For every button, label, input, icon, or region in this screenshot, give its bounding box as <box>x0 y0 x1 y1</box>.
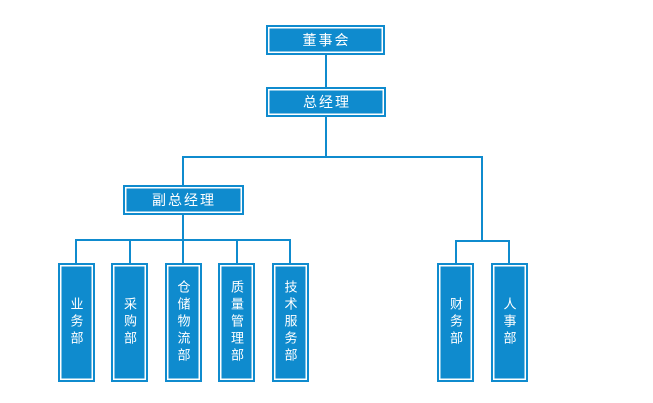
node-deputy-general-manager-label: 副总经理 <box>152 192 216 208</box>
node-dept-hr-label: 人事部 <box>501 297 517 348</box>
connector-dgm-stem <box>182 213 184 241</box>
connector-drop-dept-7 <box>508 240 510 264</box>
connector-drop-dept-4 <box>235 239 238 264</box>
node-dept-quality-management: 质量管理部 <box>218 263 255 382</box>
connector-right-branch-drop <box>481 156 483 242</box>
connector-drop-dept-2 <box>128 239 131 264</box>
node-deputy-general-manager: 副总经理 <box>122 185 244 215</box>
node-dept-technical-service-label: 技术服务部 <box>282 280 298 365</box>
node-dept-finance: 财务部 <box>437 263 474 382</box>
node-dept-quality-management-label: 质量管理部 <box>229 280 244 365</box>
connector-right-sub-horizontal <box>454 240 510 242</box>
node-dept-technical-service: 技术服务部 <box>271 263 309 382</box>
node-dept-business-label: 业务部 <box>68 297 84 348</box>
connector-drop-dept-3 <box>182 239 184 264</box>
connector-drop-dept-5 <box>289 239 291 264</box>
node-dept-finance-label: 财务部 <box>448 297 463 348</box>
node-dept-business: 业务部 <box>57 263 95 382</box>
connector-main-horizontal <box>182 156 483 158</box>
node-dept-warehouse-logistics-label: 仓储物流部 <box>175 280 191 365</box>
node-dept-purchasing-label: 采购部 <box>122 297 137 348</box>
connector-gm-stem <box>325 115 327 158</box>
node-board-of-directors: 董事会 <box>266 25 385 55</box>
node-dept-hr: 人事部 <box>490 263 528 382</box>
connector-drop-dept-6 <box>454 240 457 264</box>
node-dept-purchasing: 采购部 <box>111 263 148 382</box>
connector-left-branch-drop <box>182 156 184 187</box>
node-general-manager-label: 总经理 <box>303 94 351 110</box>
connector-board-gm <box>325 53 327 89</box>
node-dept-warehouse-logistics: 仓储物流部 <box>164 263 202 382</box>
connector-drop-dept-1 <box>75 239 77 264</box>
node-general-manager: 总经理 <box>266 87 386 117</box>
node-board-of-directors-label: 董事会 <box>302 32 351 48</box>
